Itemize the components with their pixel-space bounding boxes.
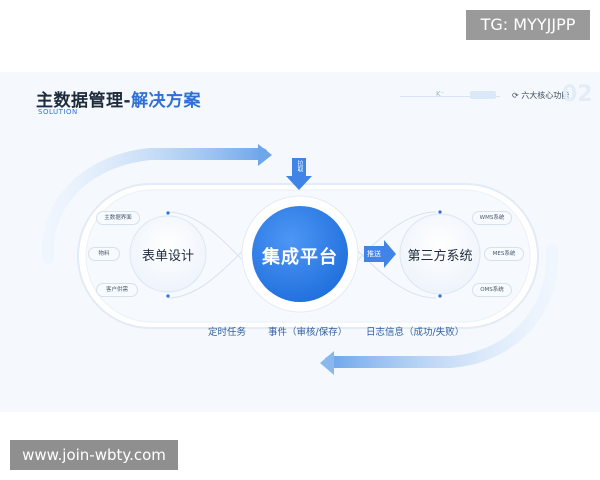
pull-arrowhead — [286, 176, 312, 190]
center-node-circle — [252, 206, 348, 302]
left-item-pill: 主数据界面 — [96, 211, 140, 225]
bottom-label-event: 事件（审核/保存） — [268, 327, 348, 338]
k-mark-icon: K⁻ — [436, 90, 445, 98]
logo-icon: ⟳ — [512, 91, 519, 100]
header-divider — [400, 96, 500, 97]
left-node-circle — [129, 215, 207, 293]
section-number: 02 — [562, 82, 593, 107]
right-item-pill: WMS系统 — [472, 211, 512, 225]
left-node-label: 表单设计 — [141, 249, 194, 264]
top-loop-arrow — [41, 148, 268, 264]
right-item-pill: OMS系统 — [472, 283, 512, 297]
tg-watermark: TG: MYYJJPP — [466, 10, 590, 40]
left-item-pill: 物料 — [88, 247, 120, 261]
bottom-label-log: 日志信息（成功/失败） — [366, 327, 465, 338]
left-item-pill: 客户供需 — [96, 283, 138, 297]
pull-label: 拉取 — [296, 160, 303, 172]
bottom-loop-arrow — [324, 244, 559, 368]
section-label: ⟳ 六大核心功能 — [512, 91, 570, 100]
page-subtitle: SOLUTION — [38, 108, 78, 116]
bottom-loop-arrowhead — [320, 351, 334, 375]
right-item-pill: MES系统 — [484, 247, 524, 261]
top-loop-arrowhead — [258, 144, 272, 166]
right-node-circle — [399, 213, 481, 295]
push-label: 推送 — [367, 250, 381, 258]
push-arrowhead — [384, 240, 396, 268]
right-node-label: 第三方系统 — [407, 249, 473, 264]
site-watermark: www.join-wbty.com — [10, 440, 178, 470]
center-node-label: 集成平台 — [262, 247, 338, 268]
bottom-label-timer: 定时任务 — [208, 327, 247, 338]
page-title: 主数据管理-解决方案 — [36, 91, 202, 111]
header-bar-decoration — [470, 91, 496, 99]
